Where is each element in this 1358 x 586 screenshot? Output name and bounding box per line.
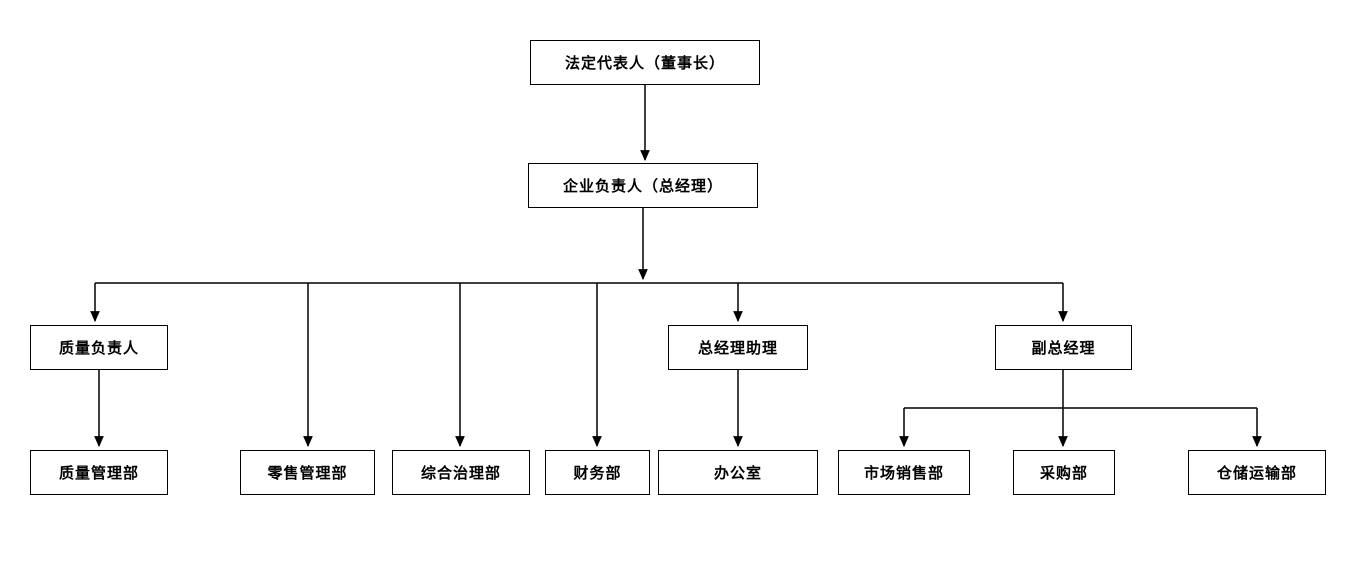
org-node-general-manager: 企业负责人（总经理） xyxy=(528,163,758,208)
org-node-quality-director: 质量负责人 xyxy=(30,325,168,370)
deputy-gm-distribution-line xyxy=(904,370,1257,409)
org-node-legal-representative: 法定代表人（董事长） xyxy=(530,40,760,85)
org-node-procurement-dept: 采购部 xyxy=(1013,450,1115,495)
org-node-retail-management-dept: 零售管理部 xyxy=(240,450,375,495)
org-node-gm-assistant: 总经理助理 xyxy=(668,325,808,370)
org-node-marketing-sales-dept: 市场销售部 xyxy=(838,450,970,495)
org-node-office: 办公室 xyxy=(658,450,818,495)
org-node-comprehensive-governance-dept: 综合治理部 xyxy=(392,450,530,495)
org-node-finance-dept: 财务部 xyxy=(545,450,650,495)
org-node-warehouse-transport-dept: 仓储运输部 xyxy=(1188,450,1326,495)
org-node-quality-management-dept: 质量管理部 xyxy=(30,450,168,495)
org-node-deputy-general-manager: 副总经理 xyxy=(995,325,1132,370)
